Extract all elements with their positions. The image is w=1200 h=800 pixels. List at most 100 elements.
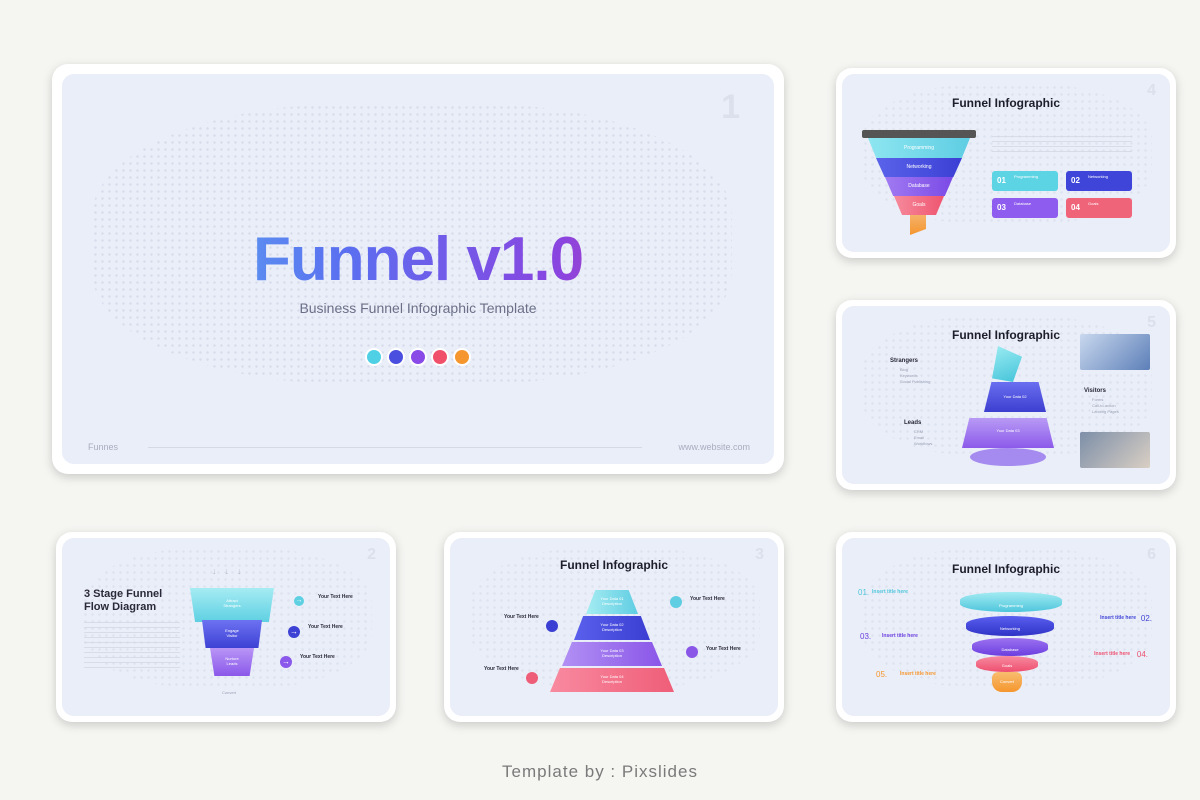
slide-number: 2 bbox=[367, 546, 376, 563]
color-dot bbox=[455, 350, 469, 364]
visitors-title: Visitors bbox=[1084, 388, 1106, 394]
layer-title: Your Data 01 bbox=[600, 596, 624, 601]
funnel-spout bbox=[910, 215, 926, 235]
strangers-item: Blog bbox=[900, 367, 909, 372]
slide-number: 5 bbox=[1147, 314, 1156, 331]
info-box-label: Programming bbox=[1014, 174, 1039, 179]
briefcase-icon bbox=[526, 672, 538, 684]
doc-icon bbox=[670, 596, 682, 608]
text-label: Your Text Here bbox=[308, 624, 343, 630]
funnel-layer: Database bbox=[885, 177, 953, 196]
item-title: Insert title here bbox=[1094, 651, 1130, 657]
slide-card-4[interactable]: 4 Funnel Infographic Programming Network… bbox=[836, 68, 1176, 258]
color-dot bbox=[411, 350, 425, 364]
slide-card-1[interactable]: 1 Funnel v1.0 Business Funnel Infographi… bbox=[52, 64, 784, 474]
stage-sub: Strangers bbox=[223, 603, 241, 608]
strangers-item: Keywords bbox=[900, 373, 918, 378]
layer-label: Networking bbox=[999, 626, 1020, 631]
text-label: Your Text Here bbox=[504, 614, 539, 620]
item-number: 03. bbox=[860, 632, 872, 641]
funnel-layer: Goals bbox=[894, 196, 944, 215]
slide-number: 6 bbox=[1147, 546, 1156, 563]
layer-desc: Description bbox=[601, 653, 622, 658]
color-dots bbox=[62, 350, 774, 369]
info-box: 02 Networking bbox=[1066, 171, 1132, 191]
color-dot bbox=[367, 350, 381, 364]
cone-base bbox=[970, 448, 1046, 466]
funnel-layer: Database bbox=[972, 638, 1048, 656]
cone-label: Your Data 02 bbox=[1003, 394, 1027, 399]
info-box: 01 Programming bbox=[992, 171, 1058, 191]
slide-5: 5 Funnel Infographic Strangers Blog Keyw… bbox=[842, 306, 1170, 484]
slide-title-line1: 3 Stage Funnel bbox=[84, 588, 163, 600]
slide-2: 2 3 Stage Funnel Flow Diagram ↓↓↓ Attrac… bbox=[62, 538, 390, 716]
funnel-layer: Goals bbox=[976, 656, 1038, 672]
slide-title: Funnel Infographic bbox=[952, 328, 1060, 342]
down-arrows: ↓↓↓ bbox=[212, 566, 250, 576]
item-title: Insert title here bbox=[900, 671, 936, 677]
funnel-layer: Convert bbox=[992, 672, 1022, 692]
slide-title: Funnel Infographic bbox=[952, 96, 1060, 110]
arrow-icon: → bbox=[288, 626, 300, 638]
people-icon bbox=[546, 620, 558, 632]
template-credit: Template by : Pixslides bbox=[502, 762, 698, 781]
info-box-label: Database bbox=[1014, 201, 1032, 206]
footer-right: www.website.com bbox=[678, 442, 750, 452]
layer-desc: Description bbox=[601, 627, 622, 632]
slide-number: 1 bbox=[721, 88, 740, 126]
funnel-layer: Programming bbox=[868, 138, 970, 158]
photo-handshake bbox=[1080, 432, 1150, 468]
slide-number: 4 bbox=[1147, 82, 1156, 99]
description-text bbox=[992, 136, 1132, 154]
layer-label: Goals bbox=[1001, 663, 1013, 668]
chat-icon bbox=[686, 646, 698, 658]
hero-title: Funnel v1.0 bbox=[62, 224, 774, 295]
leads-item: CRM bbox=[914, 429, 924, 434]
item-number: 01. bbox=[858, 588, 870, 597]
text-label: Your Text Here bbox=[300, 654, 335, 660]
strangers-item: Social Publishing bbox=[900, 379, 931, 384]
info-box: 04 Goals bbox=[1066, 198, 1132, 218]
slide-6: 6 Funnel Infographic Programming Network… bbox=[842, 538, 1170, 716]
layer-label: Database bbox=[1001, 647, 1019, 652]
funnel-top-bar bbox=[862, 130, 976, 138]
layer-label: Goals bbox=[912, 202, 926, 208]
leads-item: Email bbox=[914, 435, 925, 440]
item-number: 05. bbox=[876, 670, 888, 679]
convert-label: Convert bbox=[222, 690, 237, 695]
stage-sub: Leads bbox=[226, 661, 238, 666]
info-box-label: Networking bbox=[1088, 174, 1109, 179]
text-label: Your Text Here bbox=[706, 646, 741, 652]
visitors-item: Forms bbox=[1092, 397, 1104, 402]
item-number: 04. bbox=[1136, 650, 1148, 659]
stage-label: Engage bbox=[225, 628, 239, 633]
footer-divider bbox=[148, 447, 642, 448]
layer-desc: Description bbox=[601, 601, 622, 606]
world-map-dots bbox=[92, 104, 732, 384]
text-label: Your Text Here bbox=[690, 596, 725, 602]
info-box-number: 03 bbox=[997, 203, 1006, 212]
slide-1: 1 Funnel v1.0 Business Funnel Infographi… bbox=[62, 74, 774, 464]
arrow-icon: → bbox=[280, 656, 292, 668]
slide-card-6[interactable]: 6 Funnel Infographic Programming Network… bbox=[836, 532, 1176, 722]
cone-middle: Your Data 02 bbox=[984, 382, 1046, 412]
slide-card-5[interactable]: 5 Funnel Infographic Strangers Blog Keyw… bbox=[836, 300, 1176, 490]
leads-item: Workflows bbox=[914, 441, 933, 446]
slide-card-2[interactable]: 2 3 Stage Funnel Flow Diagram ↓↓↓ Attrac… bbox=[56, 532, 396, 722]
info-box-number: 01 bbox=[997, 176, 1006, 185]
layer-label: Programming bbox=[903, 145, 934, 151]
text-label: Your Text Here bbox=[484, 666, 519, 672]
slide-title: Funnel Infographic bbox=[560, 558, 668, 572]
item-title: Insert title here bbox=[1100, 615, 1136, 621]
visitors-item: Landing Pages bbox=[1092, 409, 1119, 414]
text-label: Your Text Here bbox=[318, 594, 353, 600]
